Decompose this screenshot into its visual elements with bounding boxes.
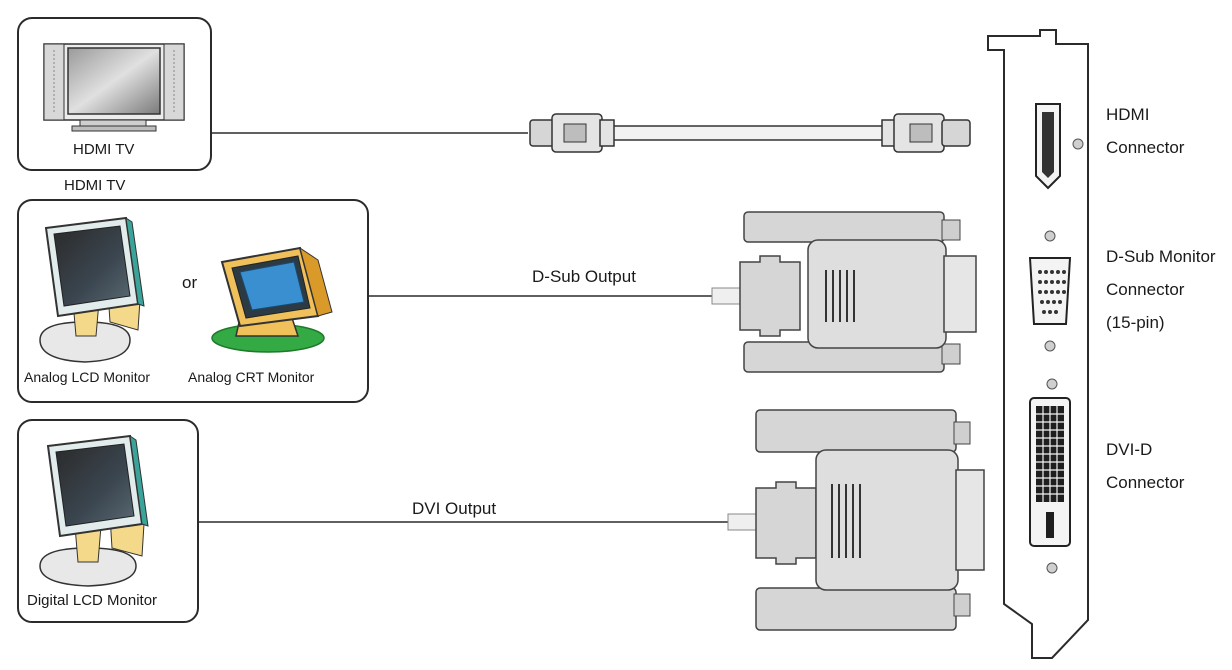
connection-lines [198,132,728,523]
analog-crt-monitor-icon [211,246,333,353]
hdmi-port [1035,103,1084,190]
hdmi-tv-icon [43,43,185,132]
digital-lcd-monitor-icon [39,434,149,587]
graphics-card-bracket [987,29,1089,659]
dsub-connector-label-line: D-Sub Monitor [1106,247,1216,266]
hdmi-tv-caption: HDMI TV [64,177,126,194]
dsub-connector-label-line: (15-pin) [1106,313,1165,332]
dvi-plug [727,409,985,631]
analog-lcd-monitor-icon [39,216,145,363]
hdmi-cable [529,113,971,153]
dvi-connector-label-line: Connector [1106,473,1185,492]
digital-lcd-monitor-label: Digital LCD Monitor [27,592,158,609]
dsub-connector-label-line: Connector [1106,280,1185,299]
or-text: or [182,273,198,292]
digital-source [17,419,199,623]
dvi-output-label: DVI Output [412,499,497,518]
dsub-plug [711,211,977,373]
analog-source [17,199,369,403]
analog-crt-monitor-label: Analog CRT Monitor [188,369,315,385]
dvi-connector-label-line: DVI-D [1106,440,1153,459]
dvi-connector-label: DVI-D Connector [1106,433,1184,499]
dvi-port [1029,378,1071,574]
hdmi-connector-label: HDMI Connector [1106,98,1184,164]
analog-lcd-monitor-label: Analog LCD Monitor [24,369,151,385]
hdmi-connector-label-line: HDMI [1106,105,1150,124]
dsub-port [1028,230,1072,352]
hdmi-connector-label-line: Connector [1106,138,1185,157]
dsub-connector-label: D-Sub Monitor Connector (15-pin) [1106,240,1216,339]
hdmi-tv-source [17,17,212,171]
hdmi-tv-box-label: HDMI TV [73,141,135,158]
dsub-output-label: D-Sub Output [532,267,636,286]
